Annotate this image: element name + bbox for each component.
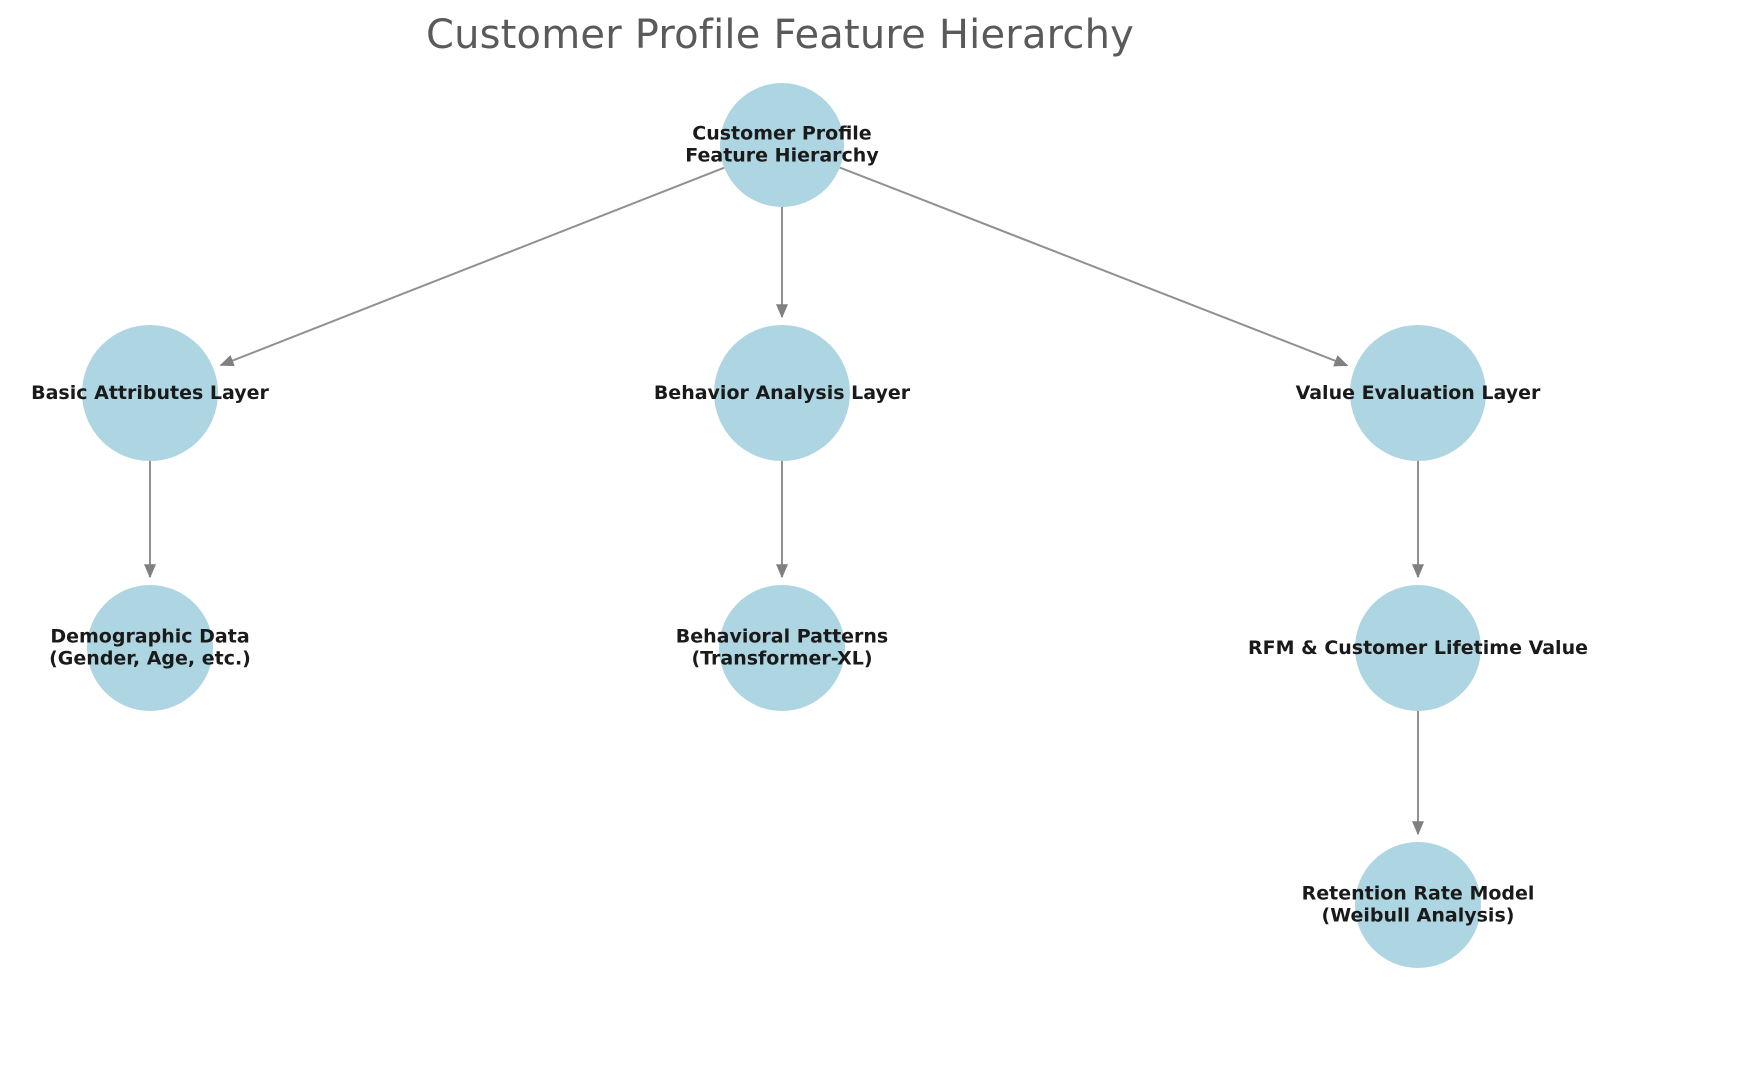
edge-root-to-basic: [219, 166, 725, 367]
node-retention[interactable]: [1355, 842, 1481, 968]
node-rfm[interactable]: [1355, 585, 1481, 711]
node-behavior[interactable]: [714, 325, 850, 461]
node-patterns[interactable]: [719, 585, 845, 711]
node-basic[interactable]: [82, 325, 218, 461]
node-root[interactable]: [720, 83, 844, 207]
edge-root-to-value: [839, 166, 1349, 367]
page-title: Customer Profile Feature Hierarchy: [425, 12, 1135, 58]
node-value[interactable]: [1350, 325, 1486, 461]
edges: [144, 166, 1424, 836]
node-demographic[interactable]: [87, 585, 213, 711]
